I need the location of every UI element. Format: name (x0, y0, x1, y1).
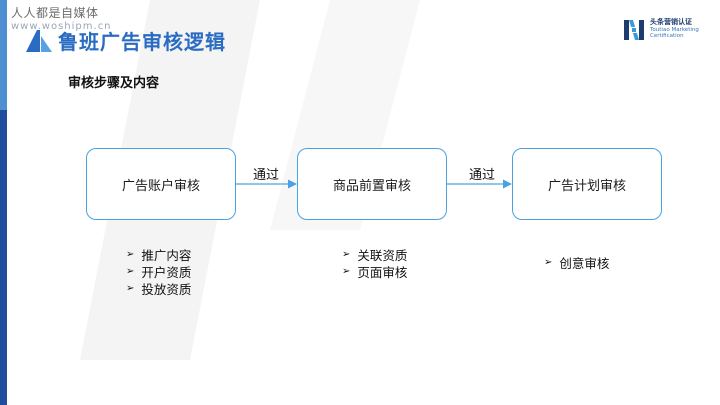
arrow-bullet-icon: ➢ (126, 266, 135, 277)
step1-item-list: ➢ 推广内容 ➢ 开户资质 ➢ 投放资质 (126, 246, 191, 297)
step-box-account-review: 广告账户审核 (86, 148, 236, 220)
watermark: 人人都是自媒体 www.woshipm.cn (11, 6, 141, 34)
watermark-line1: 人人都是自媒体 (11, 6, 99, 20)
section-subtitle: 审核步骤及内容 (68, 76, 160, 91)
logo-en-line2: Certification (650, 33, 684, 39)
list-item: ➢ 开户资质 (126, 263, 191, 280)
list-item-text: 关联资质 (357, 248, 408, 263)
step-box-plan-review: 广告计划审核 (512, 148, 662, 220)
list-item-text: 投放资质 (141, 282, 192, 297)
connector-label-2: 通过 (469, 168, 496, 183)
slide-title: 鲁班广告审核逻辑 (58, 30, 226, 54)
connector-label-1: 通过 (253, 168, 280, 183)
arrow-bullet-icon: ➢ (342, 266, 351, 277)
list-item: ➢ 创意审核 (544, 254, 609, 271)
step2-item-list: ➢ 关联资质 ➢ 页面审核 (342, 246, 407, 280)
toutiao-logo: 头条营销认证 Toutiao Marketing Certification (622, 18, 699, 42)
arrow-bullet-icon: ➢ (544, 257, 553, 268)
logo-cn: 头条营销认证 (650, 18, 692, 26)
list-item: ➢ 投放资质 (126, 280, 191, 297)
left-accent-bar-bottom (0, 110, 7, 405)
arrow-bullet-icon: ➢ (126, 249, 135, 260)
list-item-text: 创意审核 (559, 256, 610, 271)
list-item-text: 页面审核 (357, 265, 408, 280)
slide-header: 鲁班广告审核逻辑 (26, 26, 226, 55)
logo-text: 头条营销认证 Toutiao Marketing Certification (650, 18, 699, 39)
list-item-text: 开户资质 (141, 265, 192, 280)
left-accent-bar-top (0, 0, 7, 110)
list-item: ➢ 推广内容 (126, 246, 191, 263)
arrow-bullet-icon: ➢ (126, 283, 135, 294)
arrow-bullet-icon: ➢ (342, 249, 351, 260)
step3-item-list: ➢ 创意审核 (544, 254, 609, 271)
step-box-product-review: 商品前置审核 (297, 148, 447, 220)
logo-en-line1: Toutiao Marketing (650, 27, 699, 33)
list-item: ➢ 关联资质 (342, 246, 407, 263)
slide-title-icon (26, 29, 52, 52)
list-item: ➢ 页面审核 (342, 263, 407, 280)
list-item-text: 推广内容 (141, 248, 192, 263)
watermark-line2: www.woshipm.cn (11, 21, 112, 32)
toutiao-logo-icon (624, 20, 644, 40)
